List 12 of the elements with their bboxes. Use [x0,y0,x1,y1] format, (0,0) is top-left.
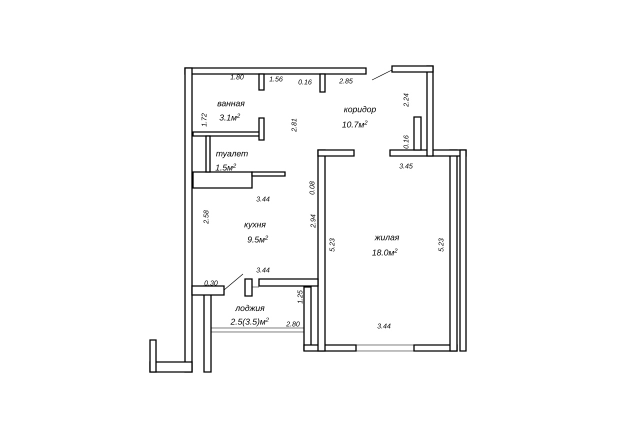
room-name: туалет [216,152,248,158]
room-area: 2.5(3.5)м$^{2}$ [230,318,269,326]
room-name: ванная [217,102,245,106]
room-area: 18.0м$^{2}$ [372,248,398,256]
room-area: 3.1м$^{2}$ [219,113,240,121]
room-area: 9.5м$^{2}$ [248,235,268,243]
room-area: 10.7м$^{2}$ [342,120,368,128]
room-name: кухня [244,222,266,230]
room-name: жилая [374,236,400,240]
room-area: 1.5м$^{2}$ [216,163,236,171]
room-name: коридор [344,106,376,114]
room-name: лоджия [234,304,264,312]
